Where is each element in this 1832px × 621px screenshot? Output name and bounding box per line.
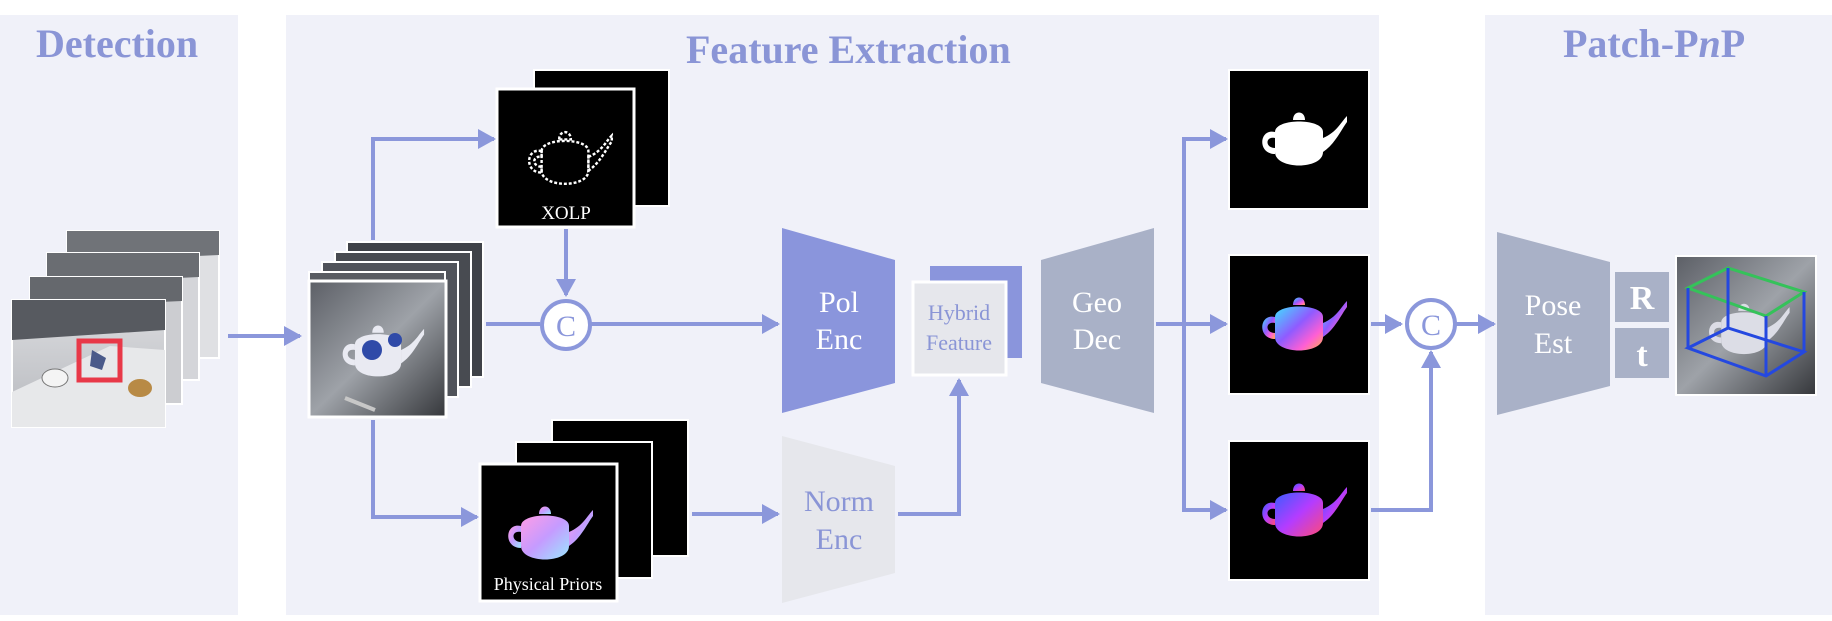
physical-priors-label: Physical Priors xyxy=(494,574,603,594)
arrow-norm-enc-to-hybrid xyxy=(898,378,969,516)
rotation-box: R xyxy=(1615,272,1669,322)
detection-frame-front xyxy=(11,299,166,428)
patch-pnp-title-suffix: P xyxy=(1720,21,1746,66)
concat-node-2-label: C xyxy=(1421,309,1441,342)
mask-output xyxy=(1228,69,1370,210)
pose-3d-bounding-box xyxy=(1684,266,1808,378)
xolp-stack: XOLP xyxy=(495,69,670,229)
norm-enc-line2: Enc xyxy=(816,523,863,556)
pol-enc-line1: Pol xyxy=(819,286,859,319)
physical-priors-stack: Physical Priors xyxy=(478,419,689,603)
arrow-nocs-to-concat xyxy=(1371,350,1441,512)
pol-enc-module: Pol Enc xyxy=(782,228,895,413)
detection-frames xyxy=(11,230,220,428)
arrow-rgb-to-xolp xyxy=(371,129,496,240)
patch-pnp-title-italic: n xyxy=(1698,21,1721,66)
translation-box: t xyxy=(1615,328,1669,378)
pose-est-module: Pose Est xyxy=(1497,232,1610,415)
pose-est-line2: Est xyxy=(1534,327,1573,360)
pol-enc-line2: Enc xyxy=(816,323,863,356)
arrow-rgb-to-priors xyxy=(371,420,479,527)
detection-title: Detection xyxy=(36,21,199,66)
rgb-crop-stack xyxy=(307,241,484,419)
pose-result-image xyxy=(1675,255,1817,396)
concat-node-1: C xyxy=(540,299,592,351)
concat-node-2: C xyxy=(1405,298,1457,350)
translation-label: t xyxy=(1636,337,1648,374)
xolp-label: XOLP xyxy=(541,203,591,224)
arrow-geo-dec-branches xyxy=(1156,139,1186,511)
geo-dec-module: Geo Dec xyxy=(1041,228,1154,413)
geo-dec-line2: Dec xyxy=(1073,323,1121,356)
hybrid-feature-line2: Feature xyxy=(926,330,992,355)
norm-enc-module: Norm Enc xyxy=(782,436,895,603)
rgb-crop-front xyxy=(307,279,448,419)
detection-bounding-box xyxy=(76,338,123,383)
hybrid-feature-block: Hybrid Feature xyxy=(911,266,1022,377)
norm-enc-line1: Norm xyxy=(804,485,874,518)
nocs-map-output xyxy=(1228,440,1370,581)
patch-pnp-title-prefix: Patch-P xyxy=(1563,21,1699,66)
concat-node-1-label: C xyxy=(556,310,576,343)
feature-extraction-title: Feature Extraction xyxy=(686,27,1011,72)
hybrid-feature-line1: Hybrid xyxy=(928,300,990,325)
patch-pnp-title: Patch-PnP xyxy=(1563,20,1745,67)
rotation-label: R xyxy=(1630,280,1655,317)
pose-est-line1: Pose xyxy=(1525,289,1582,322)
normal-map-output xyxy=(1228,254,1370,395)
geo-dec-line1: Geo xyxy=(1072,286,1122,319)
